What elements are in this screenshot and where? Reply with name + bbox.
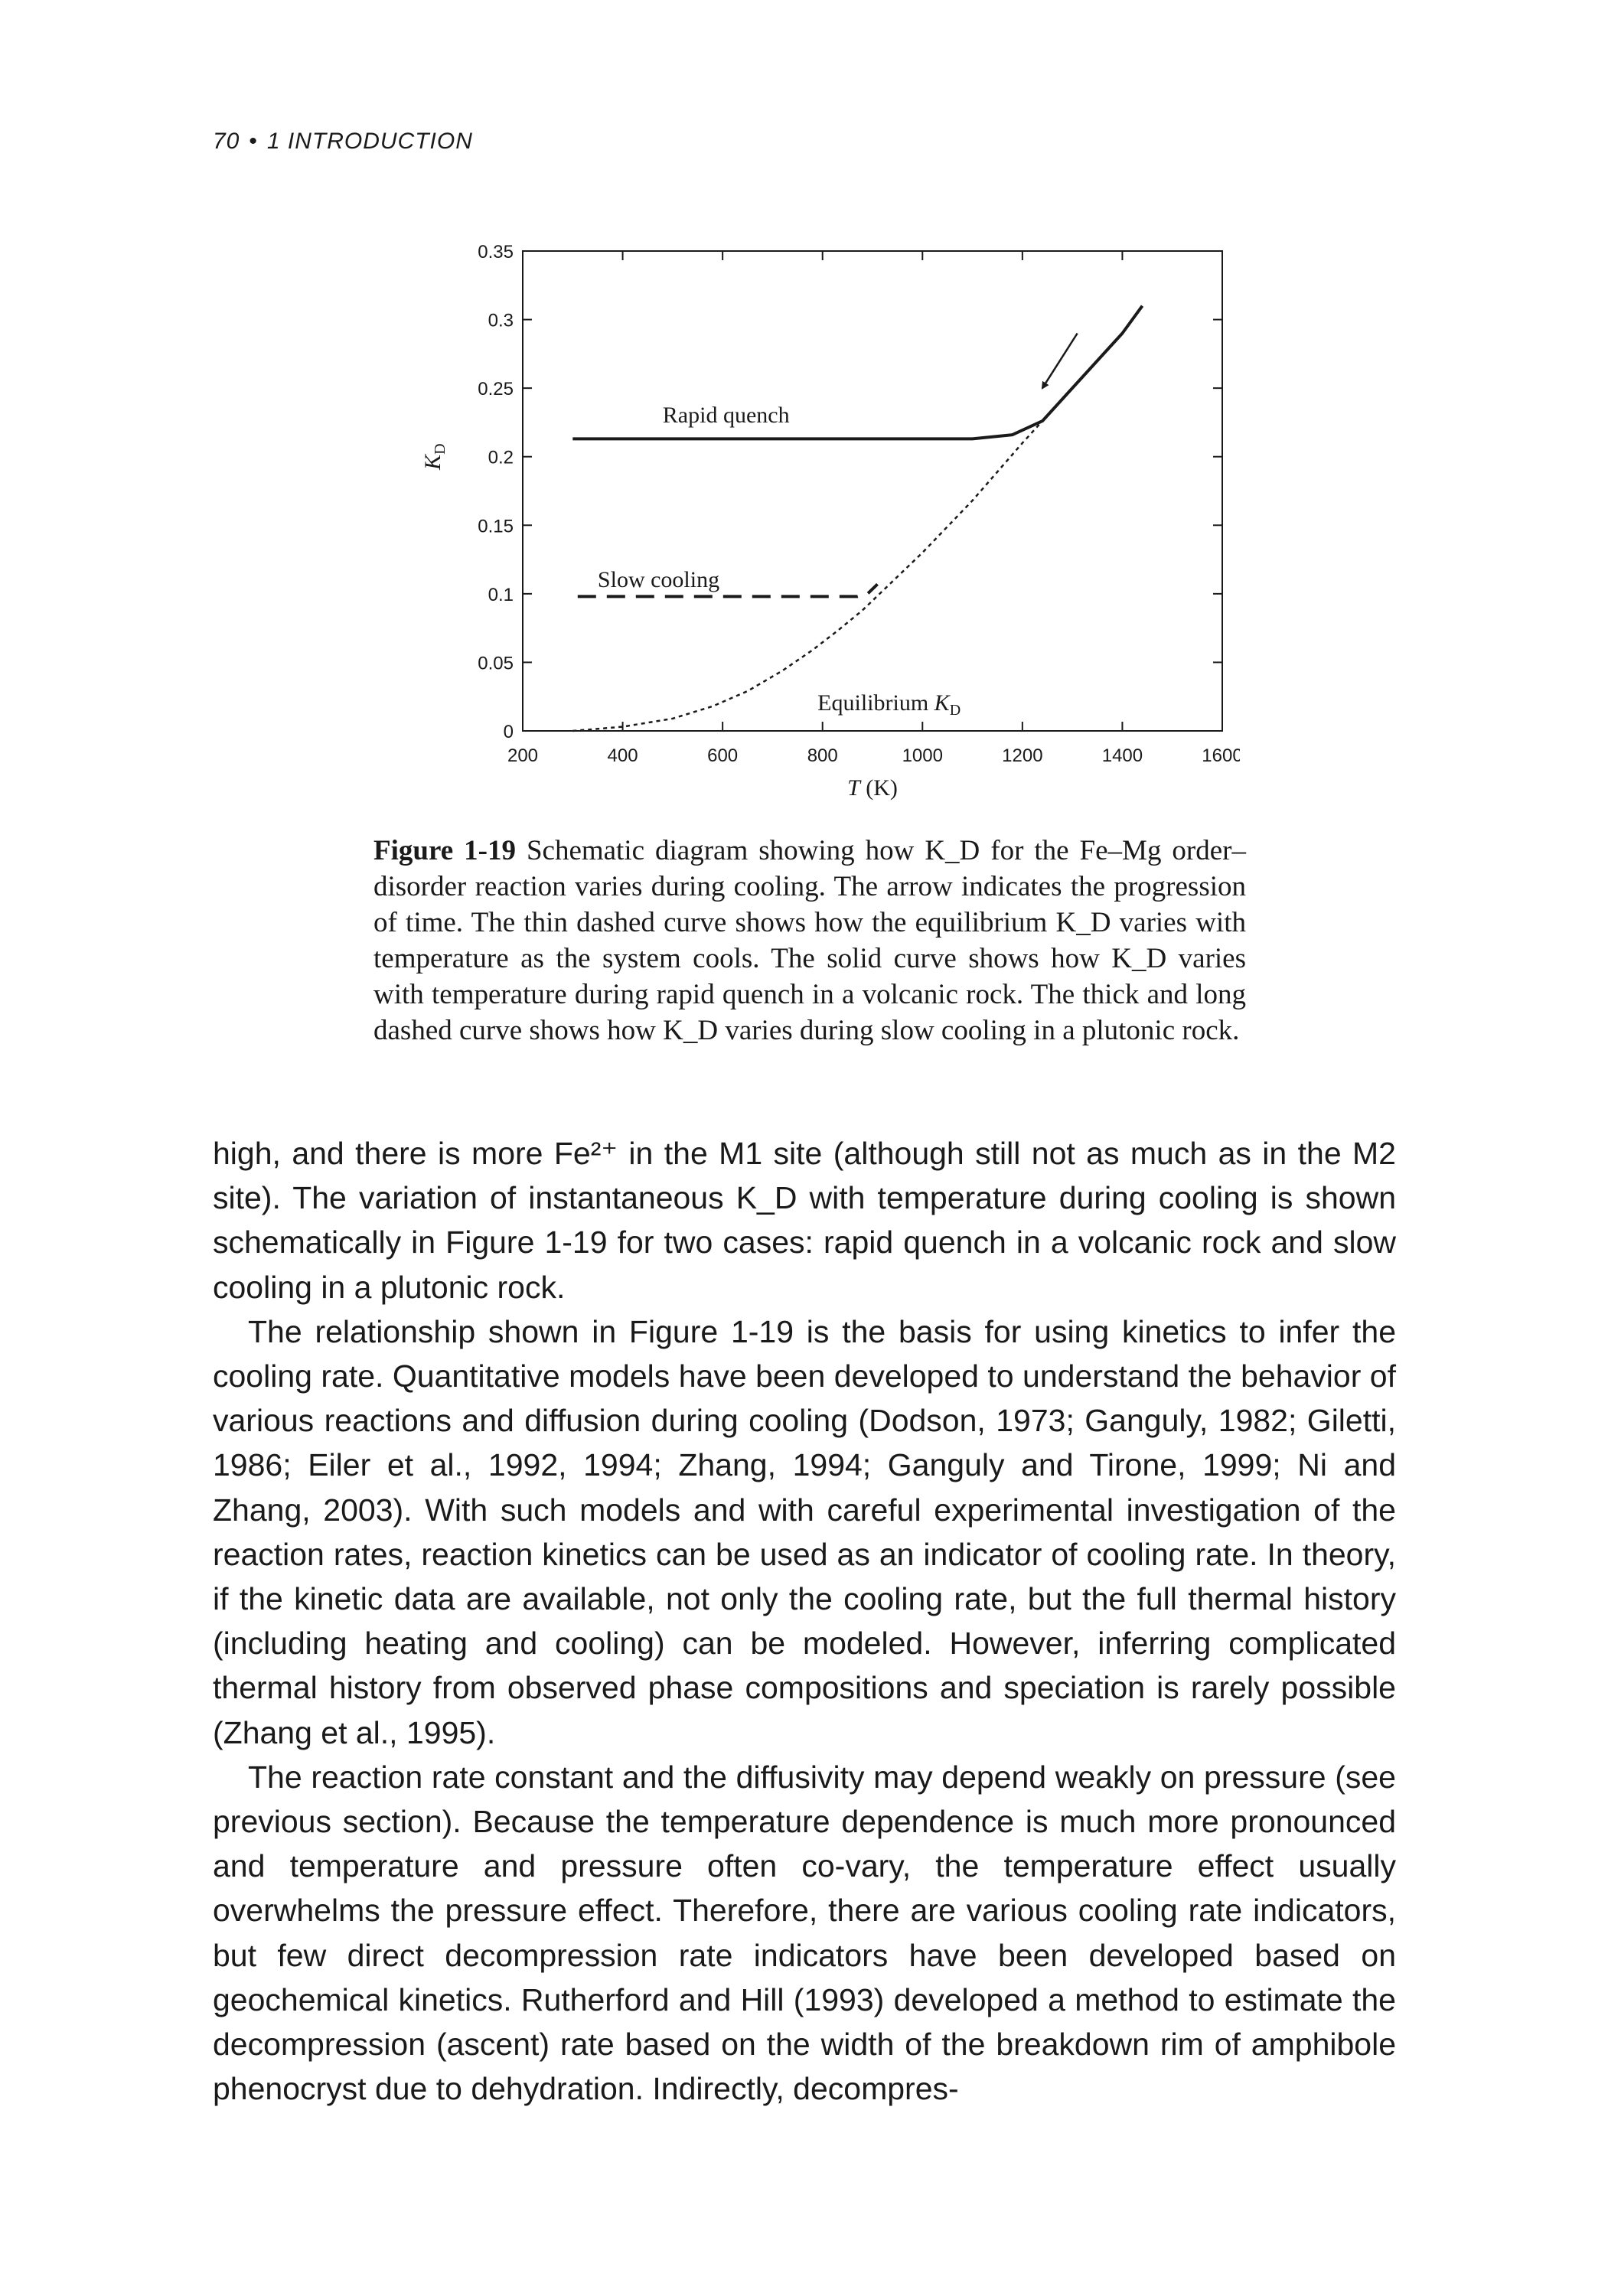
x-tick-label: 400 (608, 745, 638, 766)
annotation-equilibrium-kd: Equilibrium KD (817, 690, 961, 719)
figure-caption: Figure 1-19 Schematic diagram showing ho… (373, 833, 1246, 1049)
annotation-rapid-quench: Rapid quench (663, 403, 790, 428)
caption-text: Schematic diagram showing how K_D for th… (373, 835, 1247, 1046)
x-tick-label: 1400 (1102, 745, 1143, 766)
section-title: 1 INTRODUCTION (266, 129, 473, 154)
figure-label: Figure 1-19 (373, 835, 516, 866)
x-tick-label: 200 (507, 745, 538, 766)
kd-temperature-chart: 200 400 600 800 1000 1200 1400 1600 0 0.05 0.1 0.15… (413, 230, 1240, 827)
paragraph: The reaction rate constant and the diffu… (213, 1759, 1396, 2107)
plot-frame (522, 250, 1223, 732)
page-number: 70 (213, 129, 240, 154)
y-tick-label: 0.2 (488, 448, 514, 468)
x-tick-label: 800 (807, 745, 838, 766)
y-axis-title: KD (420, 443, 448, 470)
y-tick-label: 0.05 (478, 653, 514, 673)
x-tick-label: 1000 (902, 745, 943, 766)
x-axis-title: T (K) (847, 775, 898, 801)
body-text: high, and there is more Fe²⁺ in the M1 s… (213, 1131, 1396, 2111)
y-tick-label: 0.1 (488, 585, 514, 605)
y-tick-label: 0 (504, 722, 514, 742)
series-rapid-quench (572, 305, 1144, 441)
running-head: 70 • 1 INTRODUCTION (213, 129, 473, 155)
annotation-slow-cooling: Slow cooling (598, 567, 719, 592)
x-tick-label: 600 (707, 745, 738, 766)
paragraph: high, and there is more Fe²⁺ in the M1 s… (213, 1136, 1396, 1305)
series-equilibrium-k-d (572, 305, 1143, 732)
x-tick-label: 1200 (1002, 745, 1042, 766)
y-tick-label: 0.35 (478, 242, 514, 263)
running-head-bullet: • (249, 129, 258, 154)
y-tick-label: 0.3 (488, 311, 514, 331)
paragraph: The relationship shown in Figure 1-19 is… (213, 1313, 1396, 1750)
chart-canvas: 200 400 600 800 1000 1200 1400 1600 0 0.05 0.1 0.15… (420, 242, 1240, 801)
time-arrow (1041, 332, 1078, 390)
y-tick-label: 0.25 (478, 379, 514, 400)
x-tick-label: 1600 (1202, 745, 1240, 766)
series-slow-cooling (577, 582, 879, 598)
y-tick-label: 0.15 (478, 516, 514, 536)
